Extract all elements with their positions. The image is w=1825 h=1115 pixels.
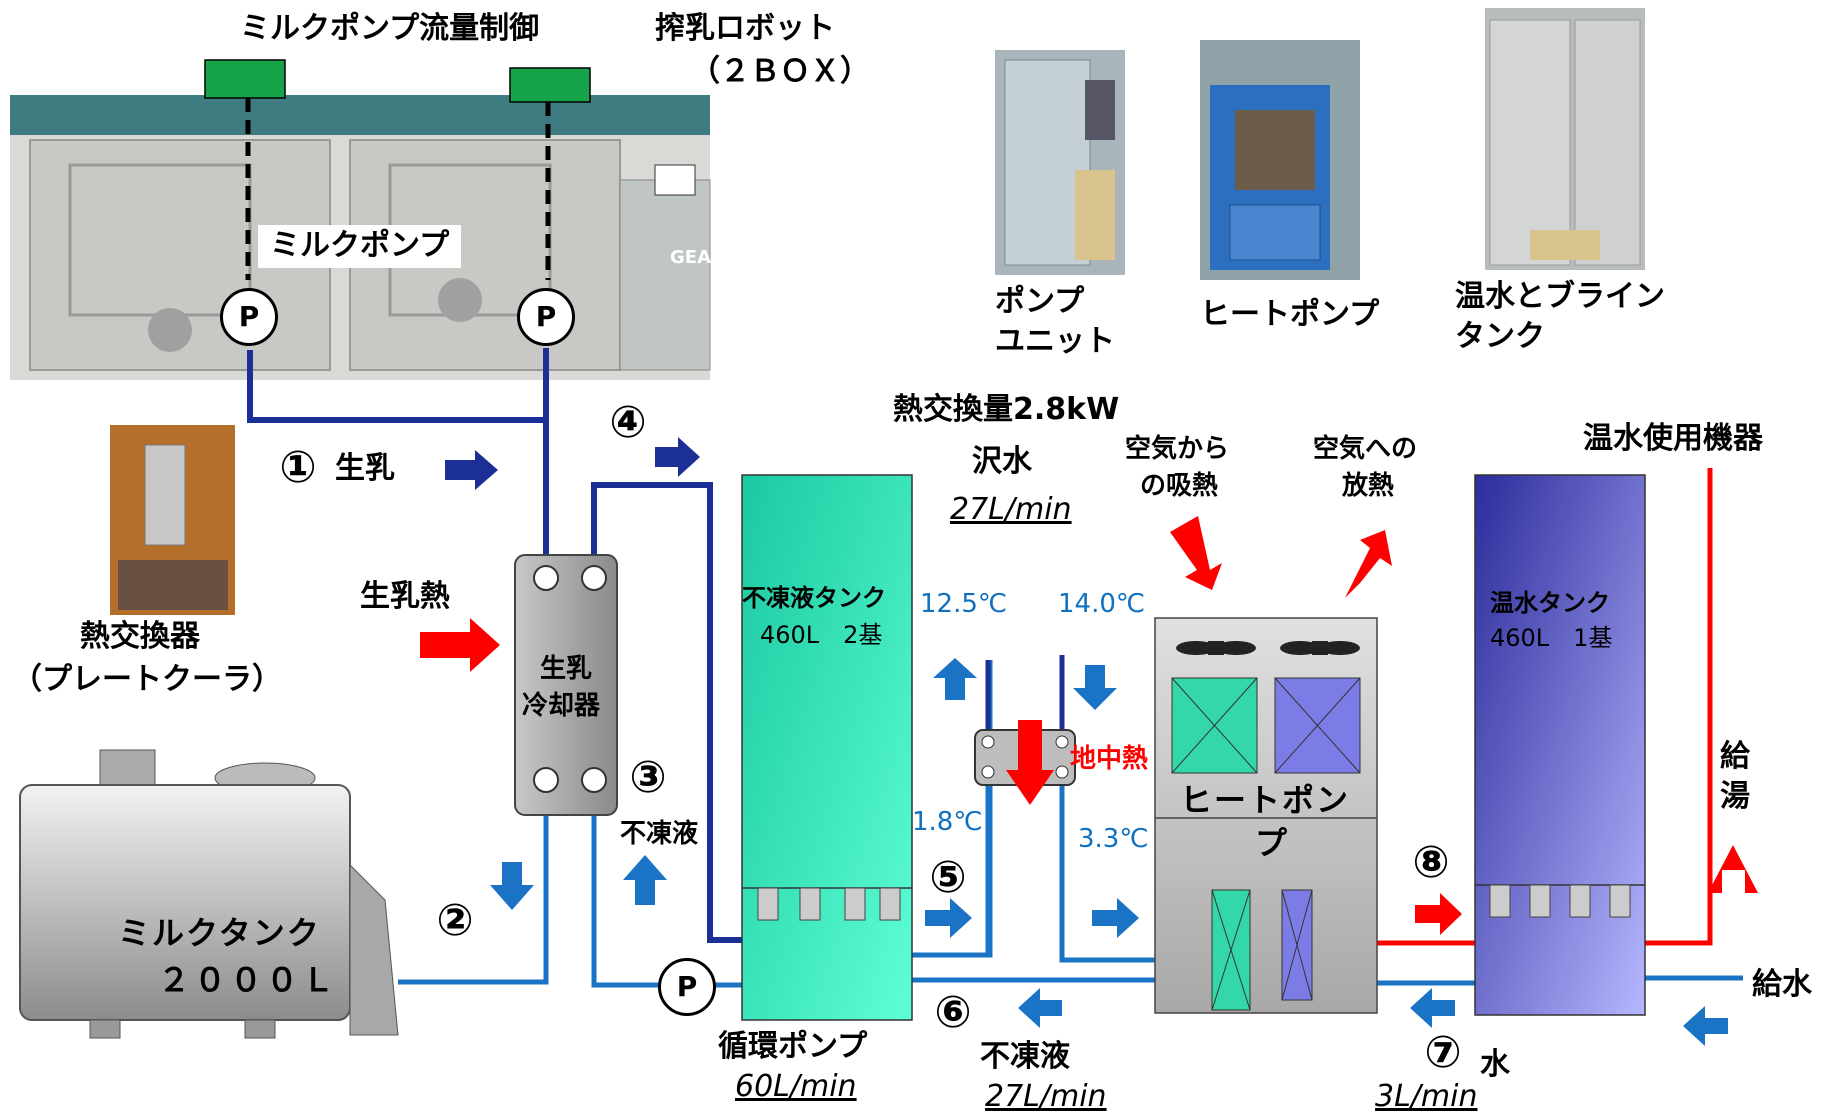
milk-tank-to-cooler <box>398 790 549 985</box>
marker-8: ⑧ <box>1412 837 1450 888</box>
heat-exchanger-label-2: （プレートクーラ） <box>12 662 282 697</box>
arrow-air-release <box>1345 530 1392 598</box>
temp-low2-label: 3.3℃ <box>1078 824 1149 854</box>
pump-unit-label-2: ユニット <box>995 324 1115 359</box>
marker-1: ① <box>279 442 317 493</box>
temp-in-label: 12.5℃ <box>920 589 1008 619</box>
milk-pump-flow-control-label: ミルクポンプ流量制御 <box>240 11 540 46</box>
raw-milk-heat-label: 生乳熱 <box>360 579 450 614</box>
arrow-geothermal <box>1006 720 1054 805</box>
milk-line-1 <box>247 350 546 423</box>
geothermal-label: 地中熱 <box>1070 744 1149 774</box>
arrow-milk-heat <box>420 618 500 672</box>
marker-6: ⑥ <box>934 987 972 1038</box>
heat-exchange-amount-label: 熱交換量2.8kW <box>893 392 1120 427</box>
milking-robot-label: 搾乳ロボット <box>655 11 835 46</box>
milk-pump-1: P <box>220 288 278 346</box>
milk-tank-shape <box>19 749 399 1039</box>
heat-exchanger-label-1: 熱交換器 <box>80 619 200 654</box>
antifreeze-label: 不凍液 <box>620 819 699 849</box>
hot-water-supply-label-2: 湯 <box>1720 779 1750 814</box>
water-supply-label: 給水 <box>1752 967 1812 1002</box>
air-release-label-1: 空気への <box>1313 434 1418 464</box>
marker-7: ⑦ <box>1424 1027 1462 1078</box>
heat-pump-unit-shape <box>1154 617 1378 1014</box>
milking-robot-box-label: （２ＢＯＸ） <box>690 54 870 89</box>
water-flow-label: 3L/min <box>1375 1079 1478 1114</box>
hot-water-tank-label-1: 温水タンク <box>1490 589 1610 617</box>
pump-unit-photo <box>995 50 1125 275</box>
milking-robot-photo <box>10 95 711 380</box>
heat-pump-photo <box>1200 40 1360 280</box>
arrow-2 <box>490 862 534 910</box>
arrow-up-12 <box>933 658 977 700</box>
plate-cooler-photo <box>110 425 235 615</box>
air-absorb-label-2: の吸熱 <box>1140 471 1219 501</box>
marker-2: ② <box>436 895 474 946</box>
hot-water-tank-shape <box>1474 474 1646 1016</box>
arrow-raw-milk <box>445 450 498 490</box>
raw-milk-label: 生乳 <box>335 451 395 486</box>
antifreeze-tank-label-1: 不凍液タンク <box>742 584 886 612</box>
cooler-label-1: 生乳 <box>540 654 593 684</box>
arrow-down-14 <box>1073 665 1117 710</box>
heat-pump-label-1: ヒートポン <box>1180 781 1351 819</box>
heat-pump-label-2: プ <box>1255 824 1288 862</box>
milk-line-3 <box>591 482 763 943</box>
arrow-3c-right <box>1092 898 1139 938</box>
hot-water-equipment-label: 温水使用機器 <box>1583 421 1763 456</box>
stream-flow-label: 27L/min <box>950 492 1072 527</box>
circulation-flow-label: 60L/min <box>735 1069 857 1104</box>
antifreeze-tank-label-2: 460L 2基 <box>760 621 883 649</box>
marker-3: ③ <box>629 752 667 803</box>
hot-water-brine-tank-label-1: 温水とブライン <box>1455 279 1665 314</box>
water-label: 水 <box>1480 1047 1510 1082</box>
circulation-pump-symbol: P <box>658 958 716 1016</box>
milk-tank-label-1: ミルクタンク <box>118 914 321 952</box>
air-release-label-2: 放熱 <box>1342 471 1395 501</box>
marker-4: ④ <box>609 397 647 448</box>
milk-pump-2: P <box>517 288 575 346</box>
flow-control-box-1 <box>204 59 286 99</box>
hot-water-brine-tank-label-2: タンク <box>1455 319 1545 354</box>
antifreeze-flow-label: 27L/min <box>985 1079 1107 1114</box>
hot-water-tank-label-2: 460L 1基 <box>1490 624 1613 652</box>
arrow-5 <box>925 898 972 938</box>
temp-out-label: 14.0℃ <box>1058 589 1146 619</box>
air-absorb-label-1: 空気から <box>1125 434 1230 464</box>
pump-unit-label-1: ポンプ <box>995 284 1085 319</box>
arrow-air-absorb <box>1170 516 1222 590</box>
antifreeze-flow-name: 不凍液 <box>980 1039 1070 1074</box>
arrow-8 <box>1415 893 1462 935</box>
flow-control-box-2 <box>509 67 591 103</box>
arrow-7 <box>1410 988 1455 1028</box>
stream-water-label: 沢水 <box>972 444 1032 479</box>
hot-water-brine-tank-photo <box>1485 8 1645 270</box>
milk-tank-label-2: ２０００Ｌ <box>158 961 339 999</box>
arrow-3 <box>623 855 667 905</box>
arrow-hot-supply <box>1708 845 1758 893</box>
cooler-label-2: 冷却器 <box>522 691 601 721</box>
marker-5: ⑤ <box>929 852 967 903</box>
arrow-water-supply <box>1683 1006 1728 1046</box>
milk-pump-label: ミルクポンプ <box>258 225 462 268</box>
arrow-6 <box>1018 988 1062 1028</box>
hot-water-supply-label-1: 給 <box>1720 739 1750 774</box>
circulation-pump-label: 循環ポンプ <box>718 1029 868 1064</box>
heat-pump-photo-label: ヒートポンプ <box>1200 297 1380 332</box>
cooler-antifreeze-out <box>591 790 660 988</box>
antifreeze-tank-shape <box>741 474 913 1021</box>
arrow-4 <box>655 437 700 477</box>
robot-brand: GEA <box>670 247 712 268</box>
raw-milk-cooler-shape <box>514 554 618 816</box>
temp-low1-label: 1.8℃ <box>912 807 983 837</box>
hex-return <box>1059 730 1160 963</box>
